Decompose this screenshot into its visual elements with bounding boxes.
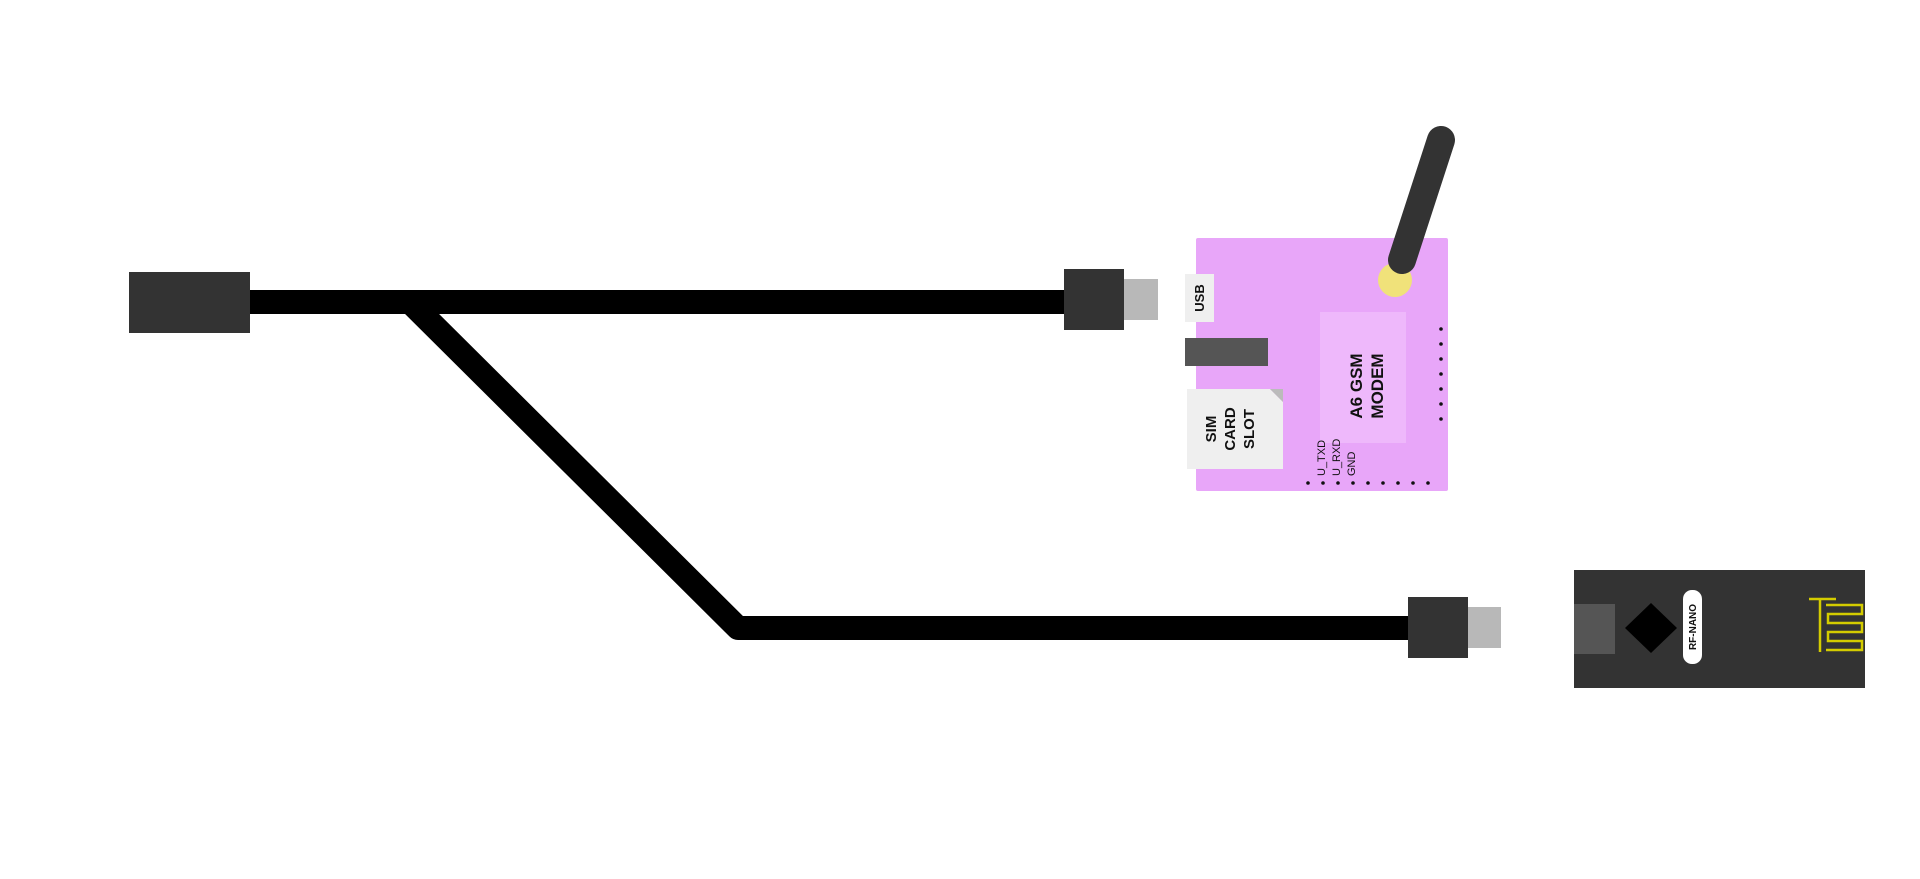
rf-nano-usb-port [1574, 604, 1615, 654]
rf-nano-chip [1625, 603, 1677, 653]
modem-usb-plug [1064, 269, 1158, 330]
sim-card-slot-body [1187, 389, 1283, 469]
usb-y-cable [236, 290, 1424, 640]
modem-chip [1320, 312, 1406, 443]
modem-usb-label: USB [1192, 284, 1207, 311]
modem-pin-header-bottom [1306, 481, 1430, 485]
sim-card-slot-label-1: SIM [1203, 416, 1220, 443]
sim-card-slot-label-3: SLOT [1241, 409, 1258, 449]
rf-nano-usb-plug [1408, 597, 1501, 658]
modem-header-strip [1185, 338, 1268, 366]
pin-label-u-rxd: U_RXD [1331, 439, 1343, 476]
modem-usb-plug-body [1064, 269, 1124, 330]
rf-nano-usb-plug-body [1408, 597, 1468, 658]
rf-nano-label-tag [1683, 590, 1702, 664]
sim-card-slot-notch [1270, 389, 1283, 402]
sim-card-slot: SIM CARD SLOT [1187, 389, 1283, 469]
rf-nano-usb-plug-tip [1468, 607, 1501, 648]
rf-nano-label: RF-NANO [1688, 604, 1699, 650]
modem-usb-plug-tip [1124, 279, 1158, 320]
pin-label-u-txd: U_TXD [1316, 440, 1328, 476]
sim-card-slot-label-2: CARD [1222, 407, 1239, 450]
modem-title-line-1: A6 GSM [1347, 353, 1366, 418]
a6-gsm-modem: USB SIM CARD SLOT A6 GSM MODEM U_TXD U_R… [1185, 126, 1455, 491]
modem-usb-port [1185, 274, 1214, 322]
pin-label-gnd: GND [1346, 452, 1358, 477]
gsm-antenna-rod [1388, 126, 1455, 274]
rf-nano-board: RF-NANO [1574, 570, 1865, 688]
rf-nano-pcb-antenna [1809, 597, 1864, 652]
rf-nano-pcb [1574, 570, 1865, 688]
modem-title-line-2: MODEM [1368, 353, 1387, 418]
usb-host-plug [129, 272, 250, 333]
cable-lower-branch [398, 290, 1424, 640]
modem-pin-header-side [1439, 327, 1443, 421]
gsm-antenna [1378, 126, 1455, 297]
